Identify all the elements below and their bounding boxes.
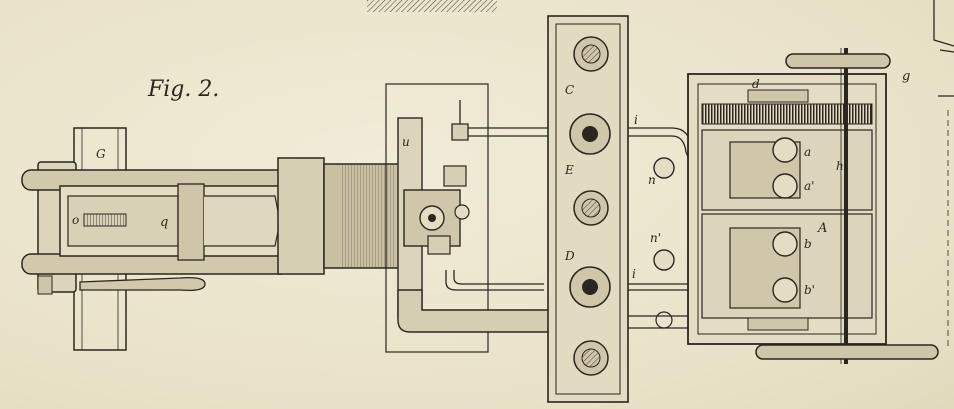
label-a-prime: a' xyxy=(804,179,814,193)
label-b-prime: b' xyxy=(804,283,815,297)
gauge-n-prime xyxy=(653,249,675,271)
label-g: G xyxy=(96,147,106,161)
valve-assembly xyxy=(385,83,561,353)
label-n: n xyxy=(648,173,656,187)
label-b: b xyxy=(804,237,812,251)
hydraulic-cylinder xyxy=(277,157,407,275)
label-q: q xyxy=(160,215,168,230)
label-h: h xyxy=(836,159,844,173)
label-i-bottom: i xyxy=(632,267,636,281)
top-hatching xyxy=(367,0,497,12)
right-edge-detail xyxy=(933,0,954,350)
press-frame xyxy=(21,161,291,295)
label-d-lower: d xyxy=(752,77,760,91)
label-c: C xyxy=(565,83,574,97)
label-g-lower: g xyxy=(902,69,910,84)
valve-plate xyxy=(547,15,629,403)
label-a-upper: A xyxy=(817,221,827,236)
label-e: E xyxy=(564,163,574,177)
label-a: a xyxy=(804,145,811,159)
label-o: o xyxy=(72,213,79,227)
label-d: D xyxy=(564,249,575,263)
label-n-prime: n' xyxy=(650,231,661,245)
machine-box-a xyxy=(687,48,887,364)
figure-title: Fig. 2. xyxy=(147,77,219,102)
gauge-n xyxy=(653,157,675,179)
handwheel-bottom xyxy=(755,344,939,360)
label-u: u xyxy=(402,135,410,149)
handwheel-g xyxy=(785,53,891,69)
label-i-top: i xyxy=(634,113,638,127)
gauge-o xyxy=(83,213,127,227)
